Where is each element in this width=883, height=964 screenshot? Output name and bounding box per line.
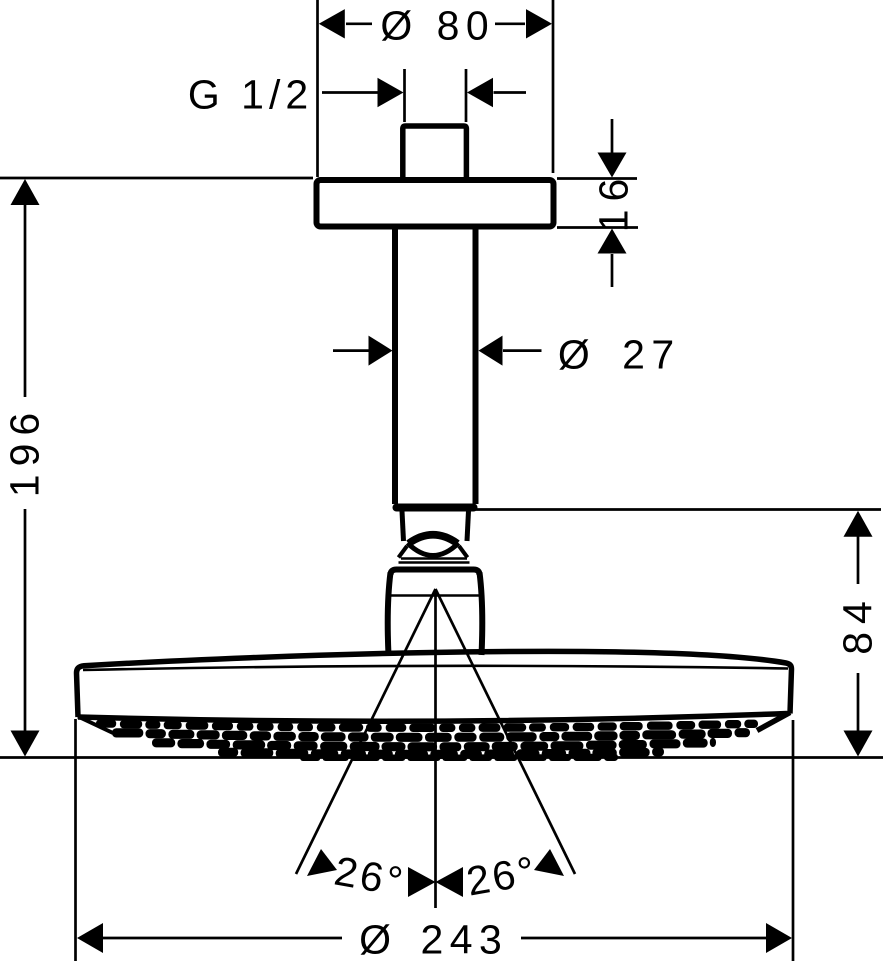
svg-text:Ø 27: Ø 27 [558,332,681,378]
svg-text:G 1/2: G 1/2 [188,72,313,118]
svg-text:196: 196 [2,405,48,497]
svg-text:84: 84 [835,593,881,655]
svg-text:Ø 243: Ø 243 [359,917,508,963]
svg-text:16: 16 [591,171,637,233]
svg-text:Ø 80: Ø 80 [380,3,495,49]
